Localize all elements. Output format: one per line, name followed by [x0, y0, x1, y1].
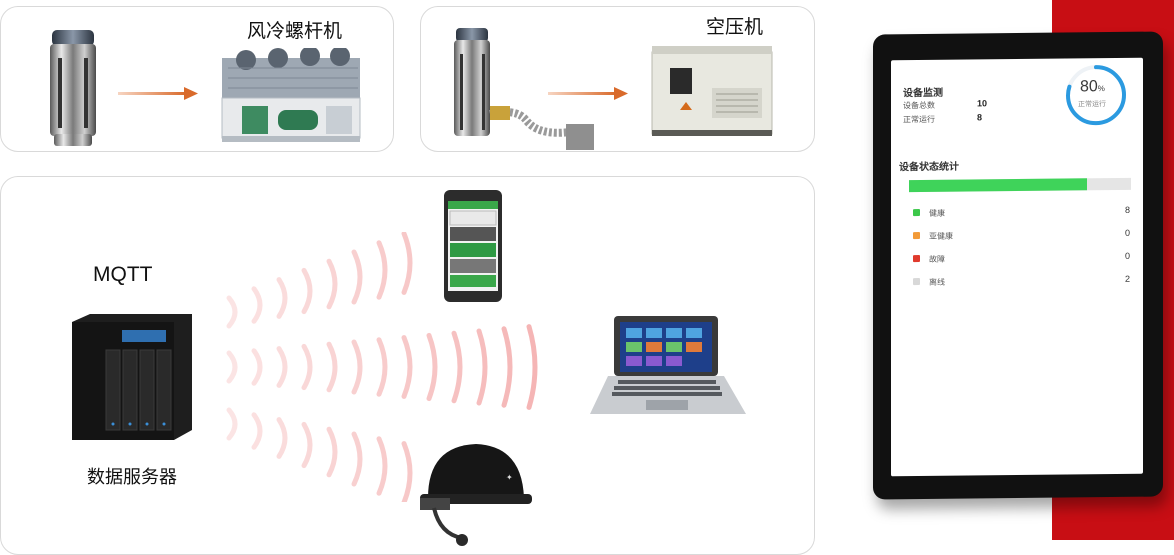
arrow-icon — [548, 87, 628, 100]
signal-wave-arc — [401, 335, 413, 399]
legend-label: 健康 — [929, 208, 945, 218]
signal-wave-arc — [251, 412, 263, 450]
signal-wave-arc — [301, 267, 313, 315]
sensor-device-image — [50, 30, 96, 146]
signal-wave-arc — [351, 431, 363, 487]
signal-wave-arc — [326, 341, 338, 393]
arrow-icon — [118, 87, 198, 100]
gauge-percent: 80% — [1080, 78, 1105, 96]
signal-wave-arc — [451, 330, 463, 404]
signal-wave-arc — [376, 436, 388, 496]
signal-wave-arc — [276, 277, 288, 319]
tablet-screen: 设备监测 设备总数 10 正常运行 8 80% 正常运行 设备状态统计 健康 8 亚… — [891, 57, 1143, 477]
signal-wave-arc — [351, 249, 363, 305]
chiller-title: 风冷螺杆机 — [247, 21, 343, 42]
status-progress-fill — [909, 178, 1087, 193]
gauge-percent-unit: % — [1097, 84, 1105, 94]
smartphone-image — [444, 190, 502, 302]
data-server-image — [72, 314, 192, 440]
device-monitor-title: 设备监测 — [903, 87, 943, 100]
signal-wave-arc — [251, 348, 263, 386]
signal-wave-arc — [251, 286, 263, 324]
svg-text:✦: ✦ — [506, 473, 513, 482]
legend-color-swatch — [913, 232, 920, 240]
device-total-label: 设备总数 — [903, 100, 935, 111]
signal-wave-arc — [376, 337, 388, 397]
sensor-with-hose-image — [454, 28, 594, 150]
laptop-image — [590, 316, 746, 414]
legend-value: 2 — [1125, 273, 1131, 284]
signal-wave-arc — [226, 407, 238, 441]
mqtt-label: MQTT — [93, 263, 153, 286]
gauge-caption: 正常运行 — [1078, 101, 1106, 109]
air-compressor-image — [651, 46, 773, 136]
legend-value: 8 — [1125, 204, 1131, 215]
running-rate-gauge — [1066, 65, 1126, 126]
signal-wave-arc — [301, 421, 313, 469]
smart-helmet-image: ✦ — [420, 444, 532, 546]
legend-color-swatch — [913, 209, 920, 217]
legend-label: 亚健康 — [929, 231, 953, 241]
signal-wave-arc — [351, 339, 363, 395]
wireless-signal-waves — [226, 232, 538, 502]
legend-color-swatch — [913, 255, 920, 263]
legend-label: 离线 — [929, 277, 945, 287]
signal-wave-arc — [376, 240, 388, 300]
running-label: 正常运行 — [903, 114, 935, 125]
signal-wave-arc — [226, 350, 238, 384]
signal-wave-arc — [501, 326, 513, 408]
device-total-value: 10 — [977, 98, 988, 109]
legend-value: 0 — [1125, 250, 1131, 261]
compressor-title: 空压机 — [706, 17, 764, 38]
signal-wave-arc — [526, 324, 538, 410]
signal-wave-arc — [326, 258, 338, 310]
status-legend: 健康 8 亚健康 0 故障 0 离线 2 — [891, 58, 1143, 287]
running-value: 8 — [977, 112, 983, 123]
legend-label: 故障 — [929, 254, 945, 264]
signal-wave-arc — [326, 426, 338, 478]
signal-wave-arc — [476, 328, 488, 406]
legend-value: 0 — [1125, 227, 1131, 238]
signal-wave-arc — [401, 441, 413, 502]
signal-wave-arc — [301, 343, 313, 391]
legend-color-swatch — [913, 278, 920, 286]
signal-wave-arc — [276, 346, 288, 388]
signal-wave-arc — [226, 295, 238, 329]
tablet-device: 设备监测 设备总数 10 正常运行 8 80% 正常运行 设备状态统计 健康 8 亚… — [873, 31, 1163, 500]
status-progress-track — [909, 177, 1131, 193]
status-stats-title: 设备状态统计 — [899, 161, 959, 174]
data-server-label: 数据服务器 — [87, 467, 177, 487]
gauge-percent-number: 80 — [1080, 78, 1098, 96]
signal-wave-arc — [276, 417, 288, 459]
air-cooled-chiller-image — [221, 48, 361, 142]
signal-wave-arc — [426, 332, 438, 402]
signal-wave-arc — [401, 232, 413, 295]
